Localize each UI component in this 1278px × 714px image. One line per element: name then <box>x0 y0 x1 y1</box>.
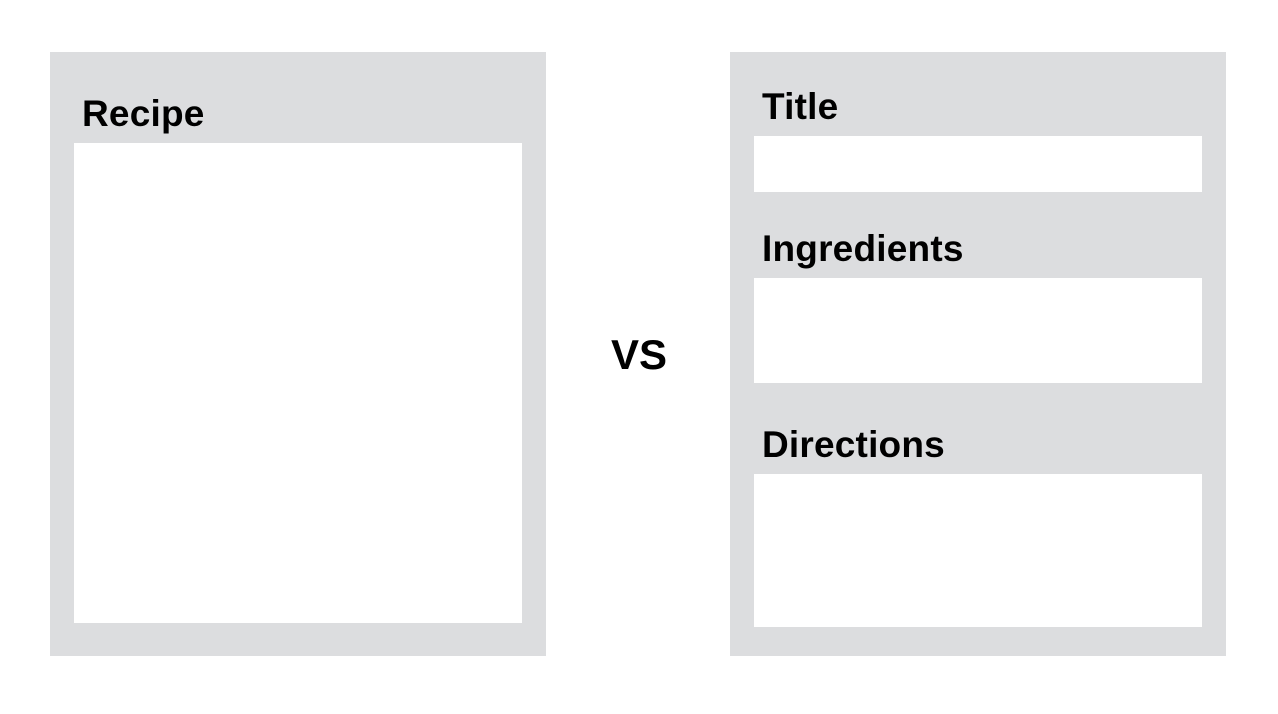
directions-field[interactable] <box>754 474 1202 627</box>
structured-recipe-panel: Title Ingredients Directions <box>730 52 1226 656</box>
ingredients-label: Ingredients <box>762 228 964 269</box>
title-label: Title <box>762 86 839 127</box>
ingredients-field[interactable] <box>754 278 1202 383</box>
recipe-panel: Recipe <box>50 52 546 656</box>
directions-label: Directions <box>762 424 945 465</box>
recipe-text-area[interactable] <box>74 143 522 623</box>
title-field[interactable] <box>754 136 1202 192</box>
recipe-label: Recipe <box>82 93 205 134</box>
vs-label: VS <box>610 331 668 378</box>
